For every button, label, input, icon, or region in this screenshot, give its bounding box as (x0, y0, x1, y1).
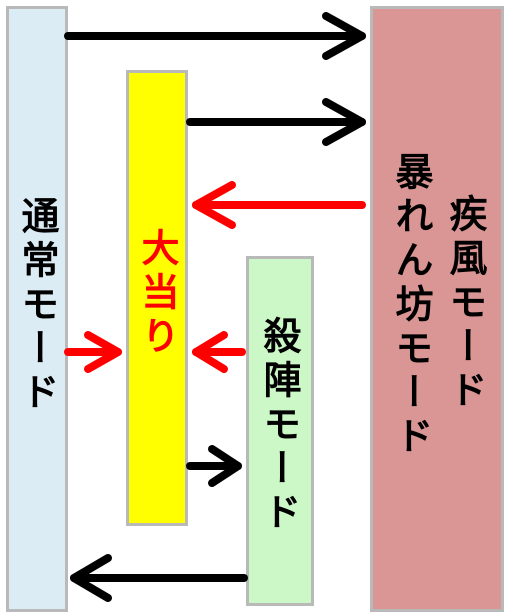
arrow-satsujin-to-normal (70, 554, 248, 602)
arrow-jackpot-to-right (186, 98, 366, 146)
abarenbou-mode-label: 暴れん坊モード (389, 152, 433, 460)
normal-mode-box (6, 6, 68, 612)
arrow-jackpot-to-satsujin (186, 445, 242, 487)
right-modes-box (370, 6, 504, 612)
arrow-normal-to-jackpot (64, 331, 122, 373)
satsujin-mode-box (246, 256, 314, 606)
arrow-normal-to-right (64, 12, 366, 60)
jackpot-label: 大当り (135, 228, 179, 360)
arrow-satsujin-to-jackpot (192, 331, 246, 373)
satsujin-mode-label: 殺陣モード (257, 316, 301, 536)
normal-mode-label: 通常モード (15, 196, 59, 416)
hayate-mode-label: 疾風モード (443, 194, 487, 414)
arrow-right-to-jackpot (192, 181, 366, 229)
jackpot-box (126, 70, 188, 526)
